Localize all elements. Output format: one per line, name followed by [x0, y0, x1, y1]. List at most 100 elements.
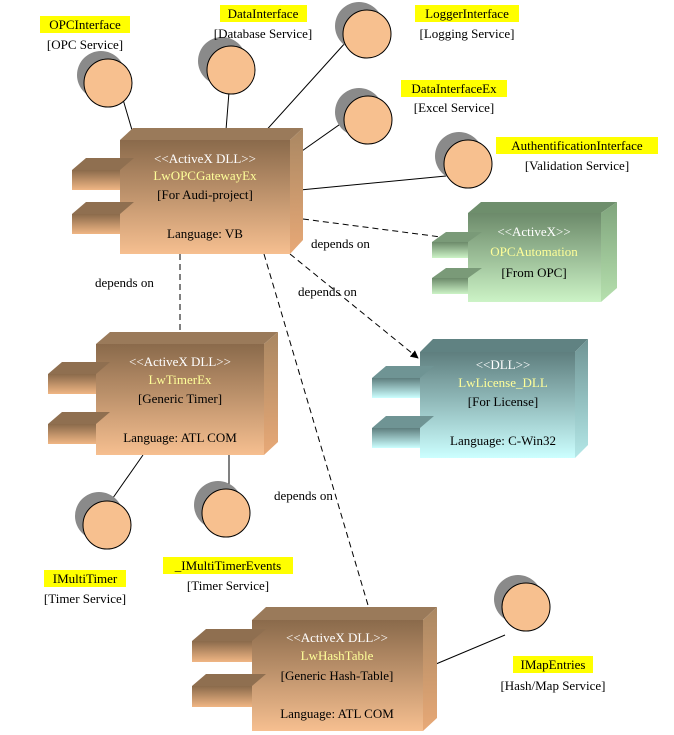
- interface-dataex-service: [Excel Service]: [414, 100, 494, 115]
- component-hashtable-note: [Generic Hash-Table]: [281, 668, 394, 683]
- interface-data[interactable]: [198, 37, 256, 95]
- interface-data-circle: [206, 45, 256, 95]
- interface-imultitimerevents[interactable]: [194, 481, 251, 538]
- interface-imapentries-label: IMapEntries: [521, 657, 586, 672]
- dependency-gw-opc: [302, 218, 465, 244]
- interface-auth-label-highlight: [496, 137, 658, 154]
- interface-logger-circle: [342, 9, 392, 59]
- component-timer[interactable]: <<ActiveX DLL>> LwTimerEx [Generic Timer…: [48, 332, 278, 455]
- component-hashtable-name: LwHashTable: [301, 648, 374, 663]
- connector-imapentries: [435, 634, 506, 665]
- interface-logger[interactable]: [335, 2, 392, 59]
- component-opcautomation-note: [From OPC]: [501, 265, 566, 280]
- interface-data-service: [Database Service]: [214, 26, 313, 41]
- component-hashtable-tab-top-roof: [192, 629, 266, 641]
- component-opcautomation-tab-top: [432, 242, 468, 258]
- component-hashtable-side: [423, 607, 437, 731]
- component-license-roof: [420, 339, 588, 352]
- component-opcautomation-tab-top-roof: [432, 232, 482, 242]
- connector-auth: [299, 175, 447, 191]
- dependency-label-gw-timer: depends on: [95, 275, 154, 290]
- dependency-label-gw-opc: depends on: [311, 236, 370, 251]
- component-timer-side: [264, 332, 278, 455]
- interface-imultitimerevents-circle: [201, 488, 251, 538]
- interface-opc-label-highlight: [40, 16, 130, 33]
- component-opcautomation[interactable]: <<ActiveX>> OPCAutomation [From OPC]: [432, 202, 617, 302]
- dependency-gw-hash: [263, 253, 375, 623]
- component-gateway-note: [For Audi-project]: [157, 187, 253, 202]
- component-hashtable-body: [252, 620, 423, 731]
- component-hashtable-tab-top: [192, 641, 252, 662]
- connector-data: [225, 91, 230, 131]
- dependency-gw-license: [289, 253, 419, 359]
- component-gateway-body: [120, 140, 290, 254]
- interface-imapentries-label-highlight: [513, 656, 593, 673]
- interface-auth-label: AuthentificationInterface: [511, 138, 643, 153]
- interface-imultitimerevents-label: _IMultiTimerEvents: [174, 558, 281, 573]
- interface-opc-circle: [83, 58, 133, 108]
- interface-dataex-label-highlight: [401, 80, 507, 97]
- component-hashtable[interactable]: <<ActiveX DLL>> LwHashTable [Generic Has…: [192, 607, 437, 731]
- dependency-labels: depends on depends on depends on depends…: [95, 236, 370, 503]
- component-hashtable-language: Language: ATL COM: [280, 706, 394, 721]
- dependency-label-gw-license: depends on: [298, 284, 357, 299]
- component-license-tab-top-roof: [372, 366, 434, 378]
- component-hashtable-stereotype: <<ActiveX DLL>>: [286, 630, 388, 645]
- component-gateway[interactable]: <<ActiveX DLL>> LwOPCGatewayEx [For Audi…: [72, 128, 303, 254]
- component-opcautomation-name: OPCAutomation: [490, 244, 578, 259]
- interface-logger-label: LoggerInterface: [425, 6, 509, 21]
- interface-connectors: [107, 41, 506, 665]
- component-gateway-language: Language: VB: [167, 226, 243, 241]
- component-gateway-tab-top-roof: [72, 158, 134, 170]
- component-hashtable-tab-bottom: [192, 686, 252, 707]
- component-gateway-tab-top: [72, 170, 120, 190]
- component-hashtable-roof: [252, 607, 437, 620]
- dependency-arrows: [176, 218, 465, 623]
- interface-imultitimerevents-label-highlight: [163, 557, 293, 574]
- interface-dataex-circle: [343, 95, 393, 145]
- interface-imultitimerevents-service: [Timer Service]: [187, 578, 269, 593]
- component-timer-stereotype: <<ActiveX DLL>>: [129, 354, 231, 369]
- component-license-side: [575, 339, 588, 458]
- component-gateway-stereotype: <<ActiveX DLL>>: [154, 151, 256, 166]
- connector-logger: [261, 41, 347, 136]
- component-license[interactable]: <<DLL>> LwLicense_DLL [For License] Lang…: [372, 339, 588, 458]
- component-hashtable-tab-bottom-roof: [192, 674, 266, 686]
- component-license-name: LwLicense_DLL: [458, 375, 548, 390]
- component-gateway-tab-bottom-roof: [72, 202, 134, 214]
- component-timer-note: [Generic Timer]: [138, 391, 222, 406]
- interface-dataex[interactable]: [335, 88, 393, 145]
- interface-imapentries[interactable]: [494, 575, 551, 632]
- interface-auth-service: [Validation Service]: [525, 158, 629, 173]
- interface-imultitimer-circle: [82, 500, 132, 550]
- component-timer-roof: [96, 332, 278, 344]
- component-timer-language: Language: ATL COM: [123, 430, 237, 445]
- component-license-note: [For License]: [468, 394, 538, 409]
- component-license-tab-bottom: [372, 428, 420, 448]
- interface-auth-circle: [443, 139, 493, 189]
- interface-dataex-label: DataInterfaceEx: [411, 81, 497, 96]
- component-gateway-side: [290, 128, 303, 254]
- interface-imultitimer-service: [Timer Service]: [44, 591, 126, 606]
- interface-logger-label-highlight: [415, 5, 519, 22]
- interface-opc[interactable]: [77, 51, 133, 108]
- dependency-label-gw-hash: depends on: [274, 488, 333, 503]
- component-timer-name: LwTimerEx: [148, 372, 212, 387]
- component-timer-tab-bottom-roof: [48, 412, 110, 424]
- component-license-body: [420, 352, 575, 458]
- component-opcautomation-roof: [468, 202, 617, 213]
- interface-imapentries-circle: [501, 582, 551, 632]
- interface-auth[interactable]: [435, 132, 493, 189]
- interface-labels: OPCInterface [OPC Service] DataInterface…: [40, 5, 658, 693]
- component-opcautomation-tab-bottom-roof: [432, 268, 482, 278]
- interface-imultitimer[interactable]: [75, 492, 132, 550]
- component-timer-tab-top-roof: [48, 362, 110, 374]
- component-timer-body: [96, 344, 264, 455]
- component-license-tab-bottom-roof: [372, 416, 434, 428]
- component-opcautomation-side: [601, 202, 617, 302]
- interface-data-label-highlight: [220, 5, 307, 22]
- interface-opc-service: [OPC Service]: [47, 37, 123, 52]
- interface-opc-label: OPCInterface: [49, 17, 121, 32]
- component-opcautomation-stereotype: <<ActiveX>>: [497, 224, 570, 239]
